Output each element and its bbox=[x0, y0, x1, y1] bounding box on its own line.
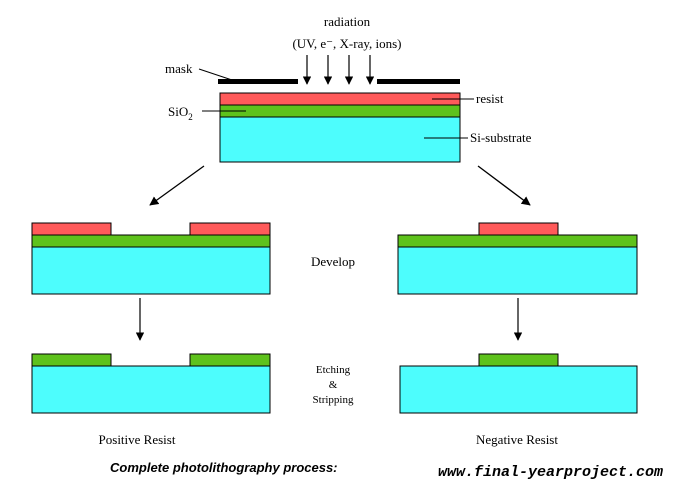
positive-develop-sio2 bbox=[31, 234, 271, 248]
caption-website: www.final-yearproject.com bbox=[438, 464, 663, 481]
positive-develop-resist-left bbox=[31, 222, 112, 236]
etching-label: Etching bbox=[316, 364, 351, 376]
negative-develop-substrate bbox=[397, 246, 638, 295]
top-substrate-layer bbox=[219, 116, 461, 163]
resist-label: resist bbox=[476, 91, 504, 106]
stripping-label: Stripping bbox=[313, 394, 354, 406]
positive-etch-substrate bbox=[31, 365, 271, 414]
negative-etch-substrate bbox=[399, 365, 638, 414]
sio2-subscript: 2 bbox=[188, 112, 193, 122]
positive-etch-sio2-left bbox=[31, 353, 112, 367]
diagonal-arrow-left bbox=[149, 165, 205, 206]
mask-label: mask bbox=[165, 61, 193, 76]
radiation-sources-label: (UV, e⁻, X-ray, ions) bbox=[292, 36, 401, 51]
caption-title: Complete photolithography process: bbox=[110, 460, 338, 475]
top-resist-layer bbox=[219, 92, 461, 106]
mask-right bbox=[377, 79, 460, 84]
positive-develop-resist-right bbox=[189, 222, 271, 236]
negative-etch-sio2 bbox=[478, 353, 559, 367]
positive-develop-substrate bbox=[31, 246, 271, 295]
sio2-label: SiO2 bbox=[168, 104, 193, 122]
diagonal-arrow-right bbox=[477, 165, 531, 206]
negative-develop-resist bbox=[478, 222, 559, 236]
radiation-label: radiation bbox=[324, 14, 371, 29]
negative-develop-sio2 bbox=[397, 234, 638, 248]
positive-etch-sio2-right bbox=[189, 353, 271, 367]
positive-resist-label: Positive Resist bbox=[99, 432, 176, 447]
top-sio2-layer bbox=[219, 104, 461, 118]
negative-resist-label: Negative Resist bbox=[476, 432, 558, 447]
substrate-label: Si-substrate bbox=[470, 130, 532, 145]
mask-leader-line bbox=[198, 68, 233, 81]
develop-label: Develop bbox=[311, 254, 355, 269]
mask-left bbox=[218, 79, 298, 84]
ampersand-label: & bbox=[329, 379, 338, 391]
